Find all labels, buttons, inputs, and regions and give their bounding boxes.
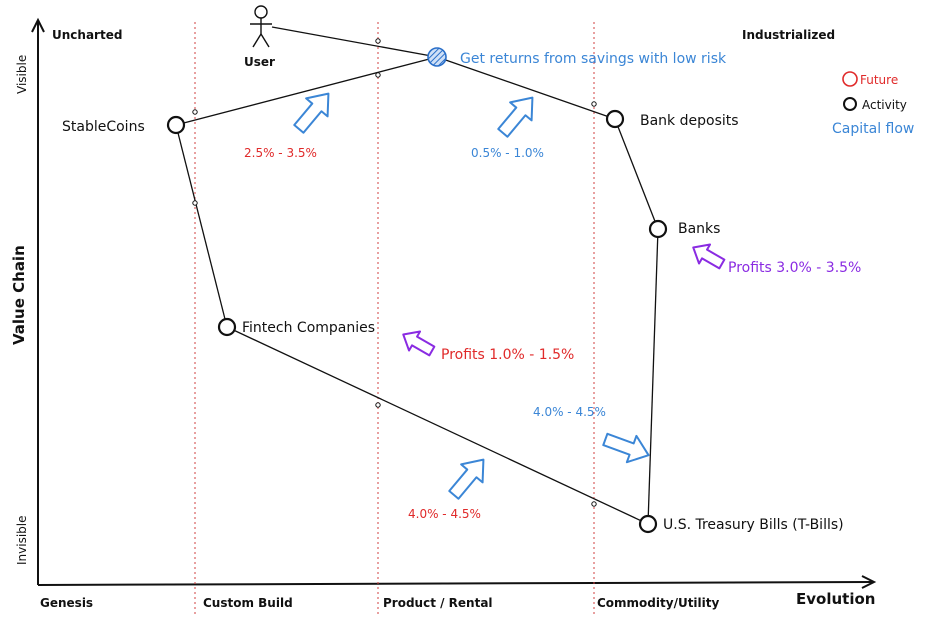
profit-arrow-fintech — [402, 330, 436, 357]
legend-capital-flow-label: Capital flow — [832, 121, 914, 137]
deposit-yield-label: 0.5% - 1.0% — [471, 146, 544, 160]
industrialized-label: Industrialized — [742, 28, 835, 42]
legend-future-label: Future — [860, 73, 898, 87]
y-axis-label: Value Chain — [10, 245, 28, 345]
flow-arrow-tbills-fintech — [448, 458, 485, 500]
stablecoins-label: StableCoins — [62, 119, 145, 135]
legend-future-icon — [842, 71, 858, 87]
stage-custom-build: Custom Build — [203, 596, 293, 610]
component-nodes — [166, 109, 668, 534]
user-icon-head — [254, 5, 268, 19]
profit-arrow-banks — [692, 243, 726, 270]
banks-node[interactable] — [648, 219, 668, 239]
stage-product-rental: Product / Rental — [383, 596, 493, 610]
links — [175, 26, 659, 525]
link-need-bank-deposits — [436, 56, 616, 120]
link-need-stablecoins — [175, 56, 438, 126]
x-axis-line — [37, 581, 873, 586]
bank-deposits-node[interactable] — [605, 109, 625, 129]
capital-flow-arrows — [293, 92, 650, 500]
user-figure[interactable] — [250, 5, 272, 48]
legend-activity-label: Activity — [862, 98, 907, 112]
need-label: Get returns from savings with low risk — [460, 51, 727, 67]
tbills-label: U.S. Treasury Bills (T-Bills) — [663, 517, 844, 533]
flow-arrow-deposits — [497, 96, 534, 138]
flow-arrow-tbills-banks — [602, 432, 650, 464]
stage-genesis: Genesis — [40, 596, 93, 610]
link-stablecoins-fintech — [175, 124, 228, 328]
x-axis-arrowhead — [861, 575, 877, 589]
flow-arrow-stablecoins — [293, 92, 330, 134]
profit-arrows — [402, 243, 726, 357]
link-user-need — [271, 26, 438, 58]
link-banks-tbills — [647, 228, 659, 525]
y-axis-bottom-label: Invisible — [15, 516, 29, 566]
need-node[interactable] — [427, 47, 447, 67]
axes — [31, 17, 877, 589]
link-fintech-tbills — [226, 326, 649, 525]
legend: Future Activity Capital flow — [832, 71, 914, 137]
stablecoin-yield-label: 2.5% - 3.5% — [244, 146, 317, 160]
stage-commodity-utility: Commodity/Utility — [597, 596, 720, 610]
stage-separators — [194, 22, 595, 615]
bank-deposits-label: Bank deposits — [640, 113, 739, 129]
user-label: User — [244, 55, 275, 69]
link-bank-deposits-banks — [614, 118, 659, 230]
bank-profits-label: Profits 3.0% - 3.5% — [728, 260, 861, 276]
y-axis-top-label: Visible — [15, 55, 29, 94]
banks-label: Banks — [678, 221, 720, 237]
x-axis-label: Evolution — [796, 590, 875, 608]
tbills-node[interactable] — [638, 514, 658, 534]
fintech-profits-label: Profits 1.0% - 1.5% — [441, 347, 574, 363]
y-axis-arrowhead — [31, 17, 45, 33]
fintech-label: Fintech Companies — [242, 320, 375, 336]
legend-activity-icon — [843, 97, 857, 111]
uncharted-label: Uncharted — [52, 28, 122, 42]
tbill-to-banks-label: 4.0% - 4.5% — [533, 405, 606, 419]
tbill-to-fintech-label: 4.0% - 4.5% — [408, 507, 481, 521]
crossing-dots — [192, 38, 597, 507]
stablecoins-node[interactable] — [166, 115, 186, 135]
fintech-node[interactable] — [217, 317, 237, 337]
